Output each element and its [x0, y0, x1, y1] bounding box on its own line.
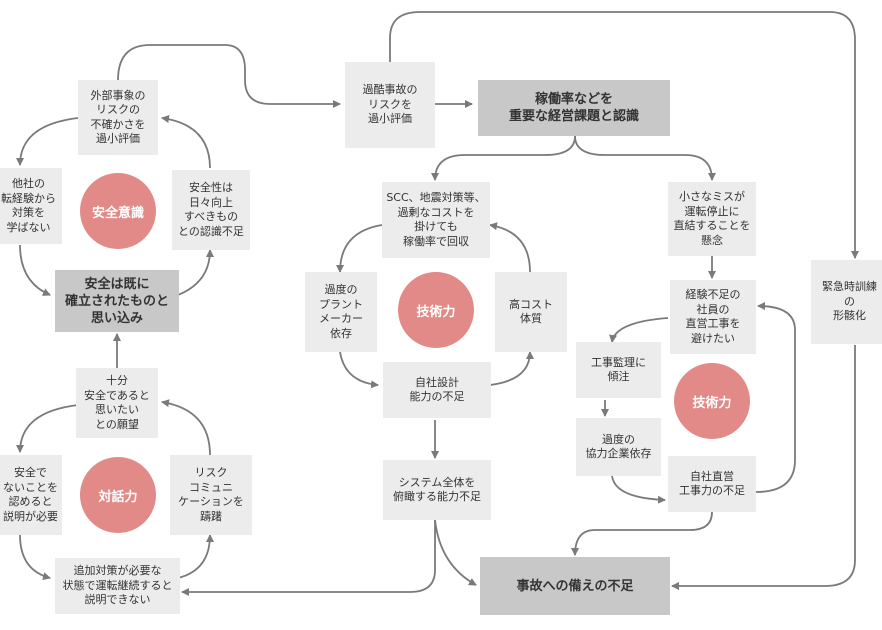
node-accident-prep: 事故への備えの不足 [480, 557, 670, 615]
arrow-safety-loop-d [161, 115, 211, 169]
node-own-design: 自社設計 能力の不足 [383, 362, 491, 418]
node-supervision: 工事監理に 傾注 [576, 342, 661, 398]
node-partner-dependency: 過度の 協力企業依存 [576, 418, 661, 476]
node-safety-awareness-inner: 安全性は 日々向上 すべきもの との認識不足 [172, 170, 250, 250]
arrow-tech1-loop-a [336, 224, 383, 273]
arrow-dialogue-loop-c [177, 534, 214, 579]
node-plant-maker: 過度の プラント メーカー 依存 [305, 272, 377, 352]
node-emergency-training: 緊急時訓練の 形骸化 [811, 260, 882, 344]
arrow-pastaccident-to-emergency [389, 11, 859, 259]
arrow-tech2-loop-a [609, 317, 669, 343]
arrow-tech2-loop-c [611, 475, 666, 504]
arrow-operation-to-smallmistake [574, 135, 716, 181]
arrow-tech1-loop-b [339, 351, 379, 389]
node-additional-measures: 追加対策が必要な 状態で運転継続すると 説明できない [55, 558, 180, 614]
arrow-tech2-loop-d [755, 302, 796, 493]
arrow-directwork-to-accident [571, 511, 713, 556]
circle-tech-2: 技術力 [674, 363, 750, 439]
arrow-dialogue-loop-b [19, 534, 51, 581]
arrow-safety-loop-b [19, 244, 51, 296]
node-system-overview: システム全体を 俯瞰する能力不足 [383, 460, 491, 520]
node-direct-work: 自社直営 工事力の不足 [668, 456, 756, 512]
arrow-tech1-loop-d [489, 222, 531, 273]
arrow-emergency-to-accident [671, 345, 856, 590]
arrow-system-to-additional [181, 520, 436, 596]
node-high-cost: 高コスト 体質 [495, 272, 567, 352]
node-unsafe-explain: 安全で ないことを 認めると 説明が必要 [0, 455, 62, 535]
arrow-dialogue-loop-d [161, 399, 211, 456]
node-sufficient-wish: 十分 安全であると 思いたい との願望 [76, 368, 158, 438]
arrow-tech1-loop-c [489, 351, 534, 386]
arrow-safety-loop-a [16, 117, 79, 166]
node-small-mistake: 小さなミスが 運転停止に 直結することを 懸念 [668, 182, 756, 256]
arrow-operation-to-scc [431, 135, 576, 181]
circle-dialogue: 対話力 [80, 457, 156, 533]
arrow-system-to-accident [434, 519, 477, 586]
node-operation-rate: 稼働率などを 重要な経営課題と認識 [478, 80, 670, 136]
node-established-belief: 安全は既に 確立されたものと 思い込み [55, 270, 179, 332]
node-external-risk: 外部事象の リスクの 不確かさを 過小評価 [78, 80, 158, 155]
circle-tech-1: 技術力 [398, 272, 474, 348]
node-other-company: 他社の 転経験から 対策を 学ばない [0, 168, 62, 244]
arrow-dialogue-loop-a [16, 404, 79, 453]
arrow-safety-loop-c [177, 249, 214, 296]
arrow-external-to-pastaccident [117, 44, 341, 108]
node-risk-comm: リスク コミュニ ケーションを 躊躇 [170, 455, 252, 535]
node-past-accident: 過酷事故の リスクを 過小評価 [345, 62, 435, 148]
circle-safety-awareness: 安全意識 [80, 173, 156, 249]
node-inexperienced: 経験不足の 社員の 直営工事を 避けたい [670, 280, 756, 354]
node-scc: SCC、地震対策等、 過剰なコストを 掛けても 稼働率で回収 [382, 182, 490, 258]
